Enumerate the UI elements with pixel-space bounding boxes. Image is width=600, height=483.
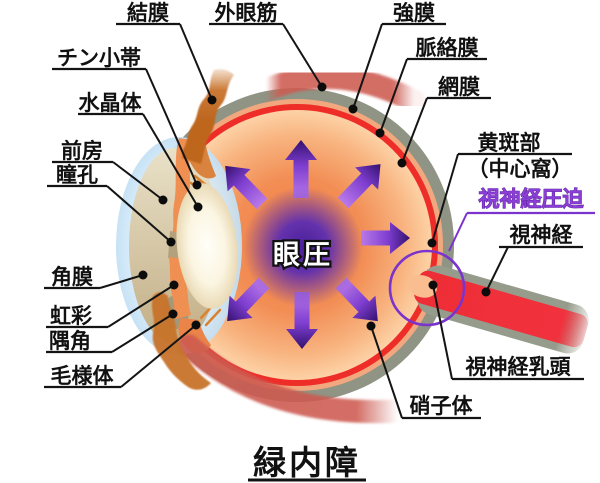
optic-nerve-dot — [481, 287, 491, 297]
iris-lower-shape — [169, 257, 191, 319]
sclera-dot — [348, 104, 358, 114]
optic-disc-label: 視神経乳頭 — [465, 355, 572, 379]
extraocular-muscle-top-shape — [254, 65, 426, 113]
extraocular-muscle-label: 外眼筋 — [215, 1, 278, 25]
label-optic-nerve-compression: 視神経圧迫 — [448, 187, 595, 252]
cornea-leader-line — [99, 274, 144, 289]
label-zonule: チン小帯 — [52, 46, 202, 190]
extraocular-muscle-bottom-shape — [177, 334, 410, 424]
pressure-label: 眼圧 — [273, 240, 333, 271]
angle-leader-line — [111, 313, 174, 353]
conjunctiva-bottom-shape — [151, 292, 211, 390]
lens-dot — [193, 202, 203, 212]
label-vitreous: 硝子体 — [366, 321, 481, 420]
choroid-leader-line — [379, 58, 408, 134]
label-macula: 黄斑部（中心窩） — [427, 131, 573, 248]
pressure-blob — [243, 187, 363, 307]
angle-label: 隅角 — [49, 329, 91, 353]
retina-leader-line — [401, 97, 428, 164]
conjunctiva-dot — [207, 95, 217, 105]
conjunctiva-leader-line — [179, 23, 213, 101]
pupil-leader-line — [106, 185, 172, 243]
iris-leader-line — [107, 284, 175, 328]
label-optic-disc: 視神経乳頭 — [428, 280, 584, 381]
retina-dot — [397, 158, 407, 168]
pressure-arrow — [285, 140, 317, 198]
vitreous-label: 硝子体 — [410, 394, 474, 418]
lens-label: 水晶体 — [79, 91, 143, 115]
macula-dot — [427, 238, 437, 248]
pupil-label: 瞳孔 — [56, 163, 98, 187]
label-lens: 水晶体 — [78, 91, 203, 212]
angle-dot — [168, 309, 178, 319]
label-extraocular-muscle: 外眼筋 — [209, 1, 327, 92]
lens-shape — [176, 183, 238, 309]
optic-disc-dot — [428, 280, 438, 290]
extraocular-muscle-leader-line — [282, 23, 323, 88]
pressure-arrow — [337, 164, 381, 209]
optic-nerve-leader-line — [485, 246, 509, 293]
retina-label: 網膜 — [438, 75, 480, 99]
choroid-label: 脈絡膜 — [416, 36, 479, 60]
iris-label: 虹彩 — [50, 304, 92, 328]
lens-leader-line — [142, 113, 199, 208]
compression-highlight-circle — [388, 249, 466, 327]
pressure-arrow — [227, 277, 270, 322]
label-sclera: 強膜 — [348, 1, 446, 114]
anterior-chamber-label: 前房 — [61, 139, 103, 163]
pressure-arrow — [361, 222, 410, 254]
pressure-arrows — [225, 140, 410, 349]
label-conjunctiva: 結膜 — [116, 1, 217, 105]
optic-disc-leader-line — [432, 284, 453, 380]
zonule-leader-line — [145, 68, 198, 186]
pupil-dot — [166, 237, 176, 247]
optic-nerve-graphic — [407, 265, 589, 354]
label-cornea: 角膜 — [44, 265, 148, 290]
anterior-chamber-leader-line — [112, 161, 164, 201]
macula-leader-line — [431, 153, 459, 244]
label-choroid: 脈絡膜 — [375, 36, 487, 138]
optic-disc-cup — [407, 274, 437, 298]
ciliary-body-label: 毛様体 — [51, 364, 115, 388]
label-optic-nerve: 視神経 — [481, 223, 583, 297]
optic-nerve-core — [414, 270, 588, 348]
conjunctiva-top-shape — [182, 69, 234, 164]
optic-nerve-compression-leader-line — [448, 212, 468, 252]
zonule-dot — [192, 180, 202, 190]
iris-dot — [169, 280, 179, 290]
label-retina: 網膜 — [397, 75, 491, 168]
label-pupil: 瞳孔 — [47, 163, 176, 247]
choroid-dot — [375, 128, 385, 138]
zonule-label: チン小帯 — [57, 46, 141, 70]
sclera-label: 強膜 — [393, 1, 435, 25]
pressure-arrow — [225, 165, 268, 210]
label-anterior-chamber: 前房 — [52, 139, 168, 205]
ciliary-body-leader-line — [120, 324, 197, 388]
optic-nerve-label: 視神経 — [509, 223, 574, 247]
pressure-arrow — [286, 292, 318, 349]
cornea-label: 角膜 — [51, 265, 93, 289]
label-angle: 隅角 — [46, 309, 178, 354]
ciliary-body-dot — [191, 320, 201, 330]
label-iris: 虹彩 — [46, 280, 179, 329]
cornea-dot — [138, 270, 148, 280]
sclera-leader-line — [352, 23, 383, 110]
page-title: 緑内障 — [253, 443, 361, 482]
conjunctiva-label: 結膜 — [127, 1, 169, 25]
optic-nerve-compression-label: 視神経圧迫 — [478, 187, 585, 211]
label-ciliary-body: 毛様体 — [44, 320, 201, 389]
extraocular-muscle-dot — [317, 82, 327, 92]
vitreous-dot — [366, 321, 376, 331]
vitreous-leader-line — [370, 325, 403, 419]
macula-label: 黄斑部 — [478, 131, 541, 155]
anterior-chamber-dot — [158, 195, 168, 205]
macula-label-line2: （中心窩） — [468, 157, 573, 181]
